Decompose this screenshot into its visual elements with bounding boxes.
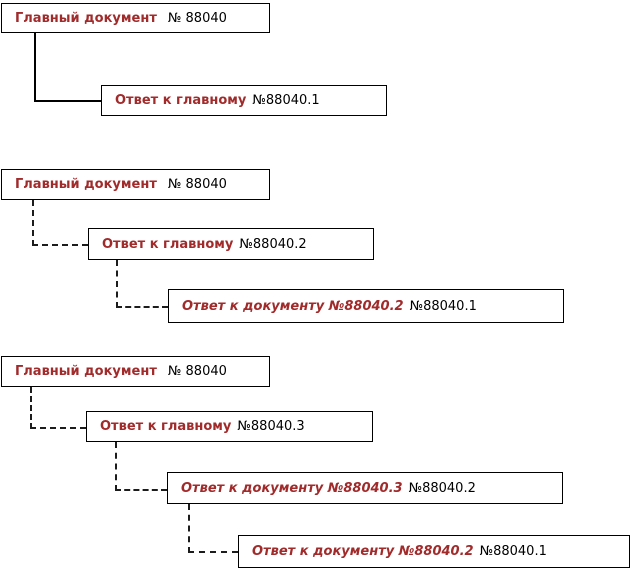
reply-number: №88040.3 [237, 419, 305, 434]
main-document-title: Главный документ [15, 10, 157, 26]
main-document-box-2: Главный документ № 88040 [1, 169, 270, 200]
reply-number: №88040.1 [252, 93, 320, 108]
reply-to-main-box-1: Ответ к главному №88040.1 [101, 85, 387, 116]
connector-line-horizontal [116, 306, 168, 308]
reply-number: №88040.2 [408, 480, 476, 496]
reply-number: №88040.1 [409, 298, 477, 314]
reply-title: Ответ к главному [100, 419, 232, 434]
main-document-number: № 88040 [167, 364, 227, 379]
connector-line-vertical [188, 504, 190, 553]
connector-line-vertical [34, 33, 36, 102]
reply-title: Ответ к документу №88040.2 [182, 298, 404, 314]
connector-line-horizontal [188, 551, 238, 553]
connector-line-horizontal [34, 100, 101, 102]
connector-line-vertical [32, 200, 34, 246]
connector-line-horizontal [32, 244, 88, 246]
connector-line-vertical [30, 387, 32, 429]
reply-title: Ответ к документу №88040.3 [181, 480, 403, 496]
main-document-number: № 88040 [167, 10, 227, 26]
reply-to-main-box-2: Ответ к главному №88040.2 [88, 228, 374, 260]
reply-to-main-box-3: Ответ к главному №88040.3 [86, 411, 373, 442]
main-document-title: Главный документ [15, 177, 157, 192]
reply-title: Ответ к документу №88040.2 [252, 544, 474, 559]
connector-line-vertical [115, 442, 117, 491]
reply-title: Ответ к главному [102, 236, 234, 252]
connector-line-vertical [116, 260, 118, 308]
main-document-box-3: Главный документ № 88040 [1, 356, 270, 387]
main-document-box-1: Главный документ № 88040 [1, 3, 270, 33]
main-document-title: Главный документ [15, 364, 157, 379]
reply-number: №88040.2 [239, 236, 307, 252]
main-document-number: № 88040 [167, 177, 227, 192]
reply-to-reply-reply-box-3: Ответ к документу №88040.2 №88040.1 [238, 535, 630, 568]
reply-to-reply-box-2: Ответ к документу №88040.2 №88040.1 [168, 289, 564, 323]
reply-title: Ответ к главному [115, 93, 247, 108]
connector-line-horizontal [115, 489, 167, 491]
reply-number: №88040.1 [479, 544, 547, 559]
reply-to-reply-box-3: Ответ к документу №88040.3 №88040.2 [167, 472, 563, 504]
connector-line-horizontal [30, 427, 86, 429]
